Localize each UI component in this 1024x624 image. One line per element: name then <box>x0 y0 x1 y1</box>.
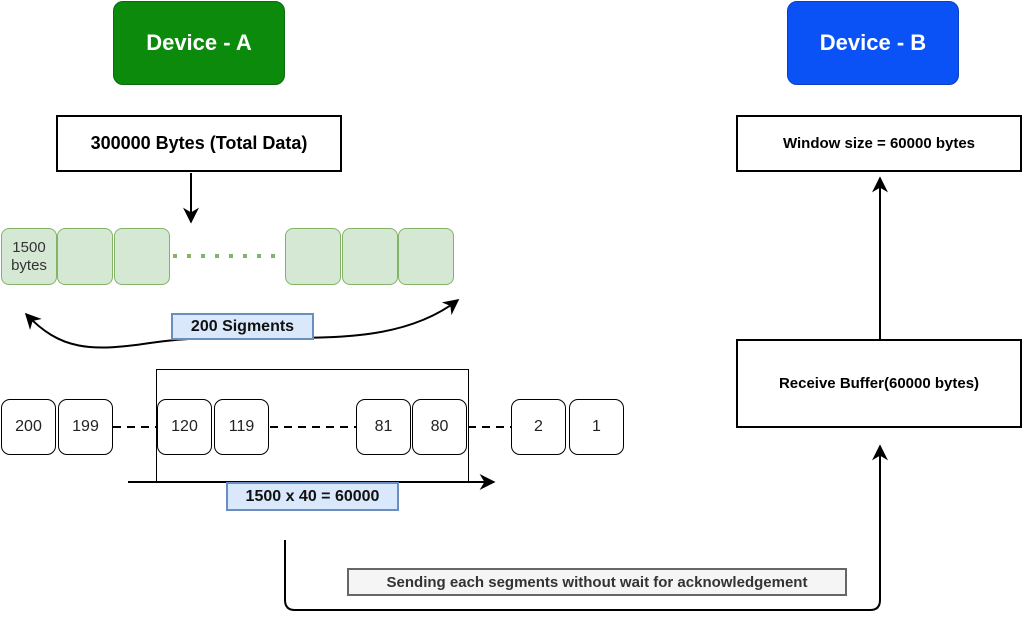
device-b-header: Device - B <box>787 1 959 85</box>
device-a-header: Device - A <box>113 1 285 85</box>
numbered-segment: 200 <box>1 399 56 455</box>
segment-block <box>342 228 398 285</box>
numbered-segment: 120 <box>157 399 212 455</box>
numbered-segment: 2 <box>511 399 566 455</box>
segment-size-unit: bytes <box>11 256 47 274</box>
receive-buffer-box: Receive Buffer(60000 bytes) <box>736 339 1022 428</box>
numbered-segment: 1 <box>569 399 624 455</box>
segment-block <box>398 228 454 285</box>
numbered-segment: 80 <box>412 399 467 455</box>
window-calc-label: 1500 x 40 = 60000 <box>226 482 399 511</box>
segments-count-label: 200 Sigments <box>171 313 314 340</box>
window-size-box: Window size = 60000 bytes <box>736 115 1022 172</box>
numbered-segment: 199 <box>58 399 113 455</box>
segment-block <box>57 228 113 285</box>
total-data-box: 300000 Bytes (Total Data) <box>56 115 342 172</box>
transfer-arrow <box>284 444 888 611</box>
numbered-segment: 119 <box>214 399 269 455</box>
segment-size-value: 1500 <box>12 239 46 257</box>
transfer-label: Sending each segments without wait for a… <box>347 568 847 596</box>
numbered-segment: 81 <box>356 399 411 455</box>
segment-block: 1500 bytes <box>1 228 57 285</box>
segment-block <box>114 228 170 285</box>
segment-block <box>285 228 341 285</box>
sliding-window-frame <box>156 369 469 482</box>
